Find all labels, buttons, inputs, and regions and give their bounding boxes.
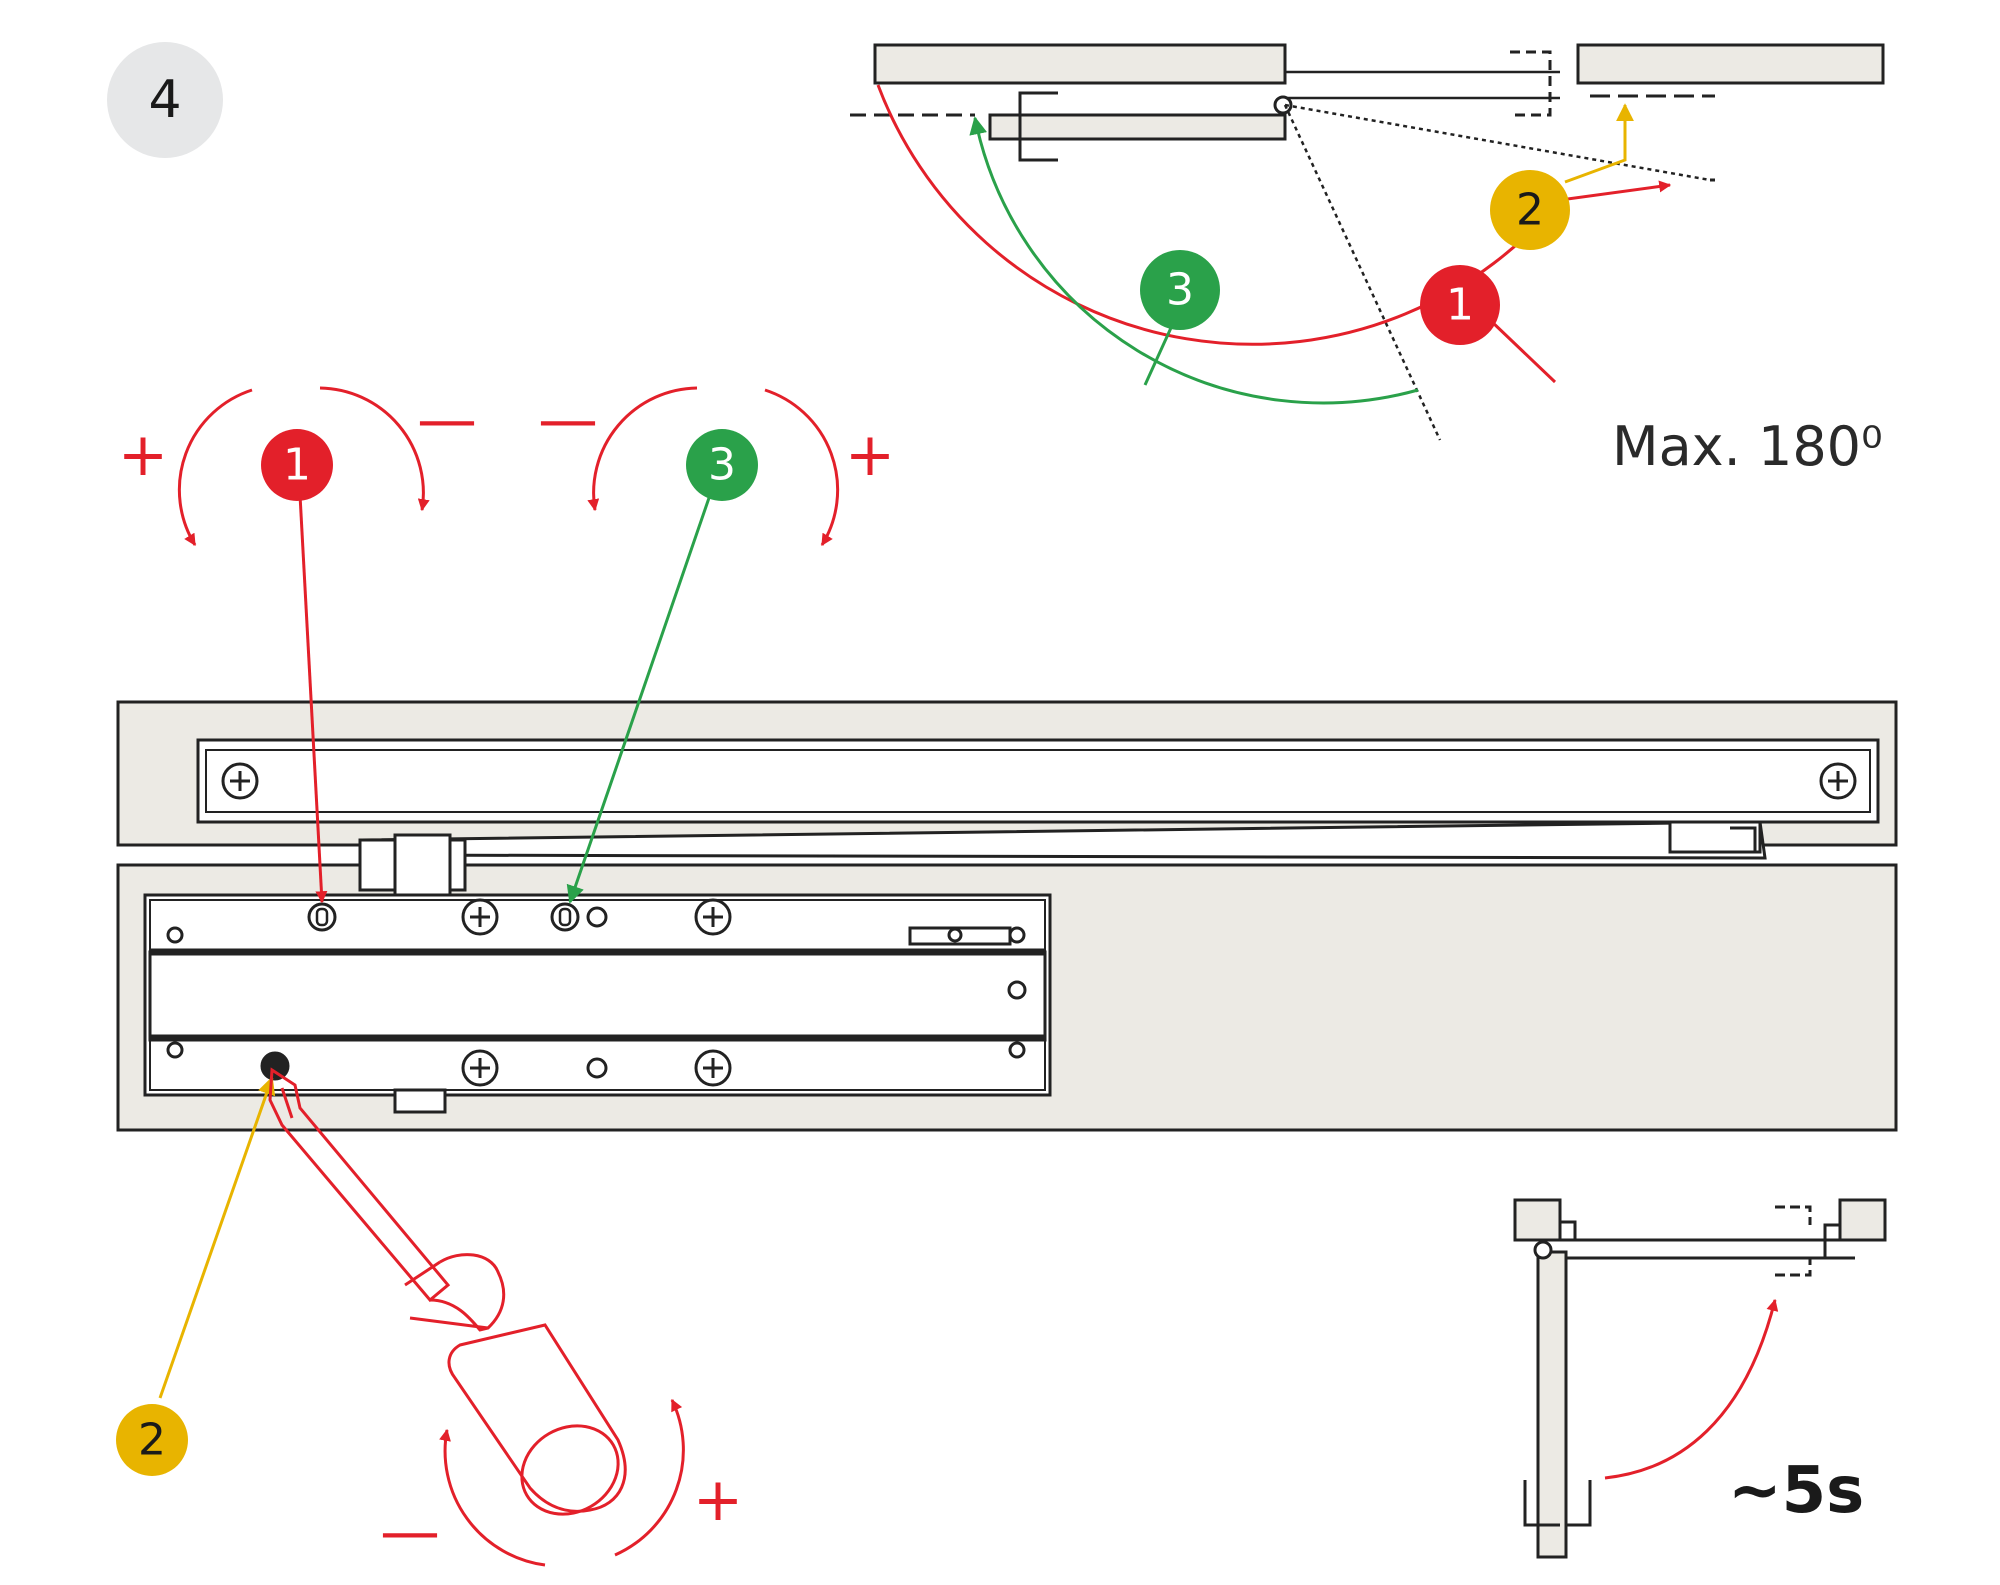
svg-text:3: 3: [708, 440, 736, 491]
ref-line-latch: [1284, 103, 1711, 182]
slide-rail: [196, 738, 1880, 824]
door-swing-diagram: [850, 43, 1885, 441]
badge-backcheck: 3: [686, 429, 758, 501]
step-number: 4: [148, 70, 181, 130]
delay-door-diagram: [1513, 1198, 1887, 1559]
door-open-180: [988, 113, 1287, 141]
badge-leader-1-top: [1488, 318, 1557, 384]
body-screw-4: [694, 1049, 732, 1087]
rotation-arrows-valve-1: [177, 386, 430, 547]
svg-text:1: 1: [1446, 280, 1474, 331]
badge-latching-speed-top: 2: [1490, 170, 1570, 250]
door-closed-outline: [1285, 70, 1560, 100]
closer-arm: [358, 820, 1767, 897]
svg-text:2: 2: [1516, 185, 1544, 236]
wall-left: [873, 43, 1287, 85]
rail-screw-right: [1819, 762, 1857, 800]
badge-backcheck-top: 3: [1140, 250, 1220, 330]
rotation-arrows-valve-3: [587, 386, 840, 547]
sign-minus-screwdriver: —: [380, 1497, 440, 1567]
svg-text:3: 3: [1166, 265, 1194, 316]
leader-closing-speed: [298, 494, 328, 904]
closer-body: [143, 893, 1052, 1114]
body-hole-bottom: [586, 1057, 608, 1079]
wall-right: [1576, 43, 1885, 85]
delay-swing-arrow: [1604, 1298, 1779, 1480]
latching-speed-arrow: [1564, 103, 1634, 184]
body-screw-3: [461, 1049, 499, 1087]
leader-latching-speed: [158, 1076, 276, 1399]
valve-closing-speed[interactable]: [307, 902, 337, 932]
badge-latching-speed: 2: [116, 1404, 188, 1476]
backcheck-arc: [969, 116, 1419, 405]
body-screw-2: [694, 898, 732, 936]
screwdriver-icon: [268, 1067, 627, 1516]
door-stop-left: [1018, 91, 1058, 162]
ref-line-backcheck: [1283, 104, 1442, 441]
sign-minus-valve-1: —: [417, 385, 477, 455]
svg-text:1: 1: [283, 440, 311, 491]
step-circle: [107, 42, 223, 158]
badge-closing-speed-top: 1: [1420, 265, 1500, 345]
badge-closing-speed: 1: [261, 429, 333, 501]
rotation-arrows-screwdriver: [439, 1398, 685, 1567]
max-angle-label: Max. 180⁰: [1612, 415, 1883, 478]
step-indicator: 4: [107, 42, 223, 158]
sign-plus-screwdriver: +: [693, 1465, 743, 1535]
valve-backcheck[interactable]: [550, 902, 580, 932]
body-screw-1: [461, 898, 499, 936]
sign-minus-valve-3: —: [538, 385, 598, 455]
sign-plus-valve-3: +: [845, 420, 895, 490]
delay-time-label: ~5s: [1728, 1454, 1864, 1528]
hinge-top: [1273, 95, 1293, 115]
sign-plus-valve-1: +: [118, 420, 168, 490]
body-hole-top: [586, 906, 608, 928]
door-stop-right: [1510, 50, 1552, 117]
leader-backcheck: [566, 494, 712, 904]
svg-text:2: 2: [138, 1415, 166, 1466]
rail-screw-left: [221, 762, 259, 800]
valve-latching-speed[interactable]: [260, 1051, 290, 1081]
